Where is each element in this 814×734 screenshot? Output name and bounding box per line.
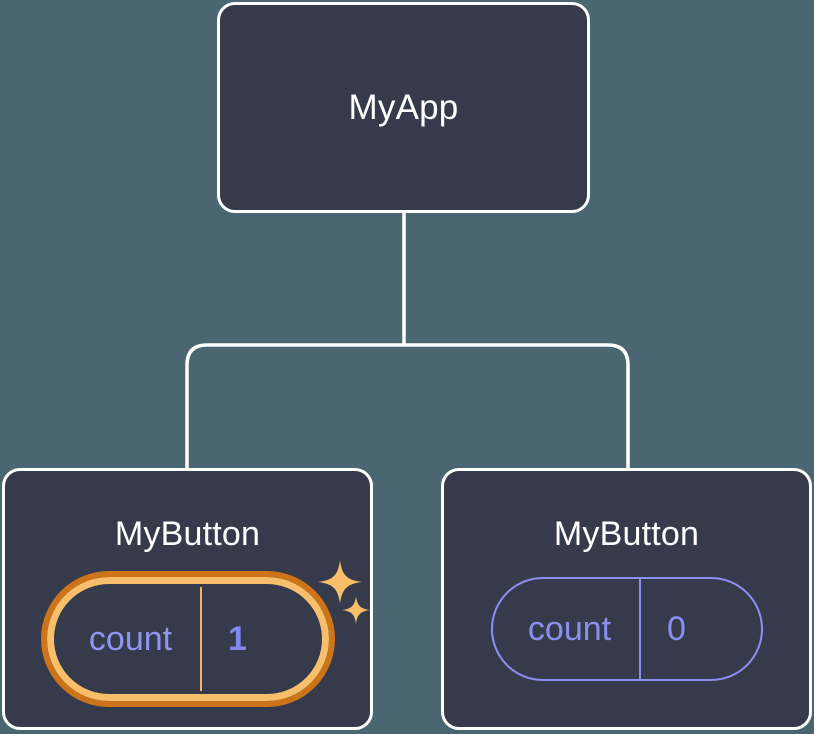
node-mybutton-right[interactable]: MyButton count 0 — [441, 468, 812, 730]
state-pill-right-wrapper: count 0 — [490, 577, 763, 681]
state-pill-left-wrapper: count 1 — [40, 571, 335, 707]
state-value-label: 1 — [228, 620, 247, 658]
node-mybutton-right-label: MyButton — [553, 515, 700, 553]
state-pill-left-divider — [199, 587, 202, 691]
state-pill-left-value-cell: 1 — [202, 584, 282, 694]
state-value-label: 0 — [667, 610, 686, 648]
state-pill-right-key-cell: count — [493, 579, 639, 679]
state-pill-right-divider — [638, 579, 641, 679]
state-pill-left-key-cell: count — [54, 584, 200, 694]
state-pill-right[interactable]: count 0 — [490, 577, 763, 681]
connector-branch-bus — [185, 343, 630, 468]
node-mybutton-left-label: MyButton — [114, 515, 261, 553]
state-key-label: count — [88, 620, 173, 658]
node-myapp-label: MyApp — [348, 88, 459, 127]
state-key-label: count — [527, 610, 612, 648]
node-myapp[interactable]: MyApp — [217, 2, 590, 213]
state-pill-right-value-cell: 0 — [641, 579, 721, 679]
node-mybutton-left[interactable]: MyButton count 1 — [2, 468, 373, 730]
state-pill-left[interactable]: count 1 — [40, 571, 335, 707]
